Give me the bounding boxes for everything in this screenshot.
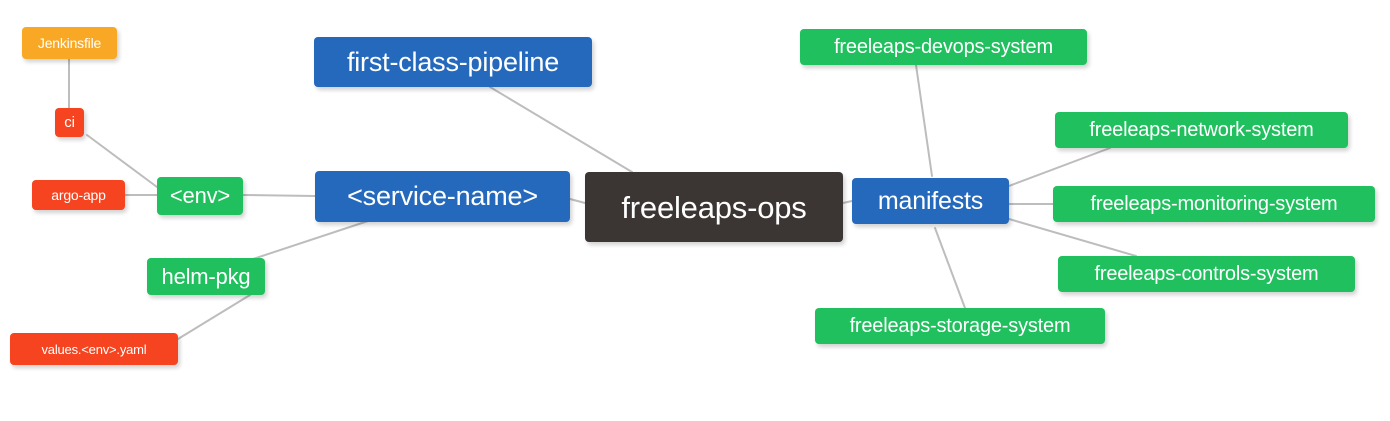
node-label: first-class-pipeline (346, 46, 560, 77)
node-label: manifests (877, 186, 984, 215)
edge-manifests-devops (915, 64, 933, 177)
node-label: <env> (169, 183, 231, 208)
edge-root-manifests (842, 200, 853, 204)
node-helm-pkg[interactable]: helm-pkg (147, 258, 265, 295)
node-label: values.<env>.yaml (41, 341, 147, 357)
node-label: freeleaps-monitoring-system (1090, 193, 1338, 215)
node-label: freeleaps-storage-system (849, 315, 1071, 337)
node-freeleaps-network-system[interactable]: freeleaps-network-system (1055, 112, 1348, 148)
node-label: Jenkinsfile (37, 35, 102, 51)
edge-manifests-network (1008, 147, 1111, 187)
node-label: freeleaps-network-system (1089, 119, 1314, 141)
node-label: freeleaps-controls-system (1094, 263, 1319, 285)
node-values-env-yaml[interactable]: values.<env>.yaml (10, 333, 178, 365)
node-label: <service-name> (347, 181, 538, 211)
node-ci[interactable]: ci (55, 108, 84, 137)
node-service-name[interactable]: <service-name> (315, 171, 570, 222)
node-env[interactable]: <env> (157, 177, 243, 215)
node-label: helm-pkg (161, 263, 251, 289)
edge-valuesyaml-helmpkg (177, 294, 251, 340)
node-label: ci (64, 114, 75, 131)
node-freeleaps-devops-system[interactable]: freeleaps-devops-system (800, 29, 1087, 65)
node-argo-app[interactable]: argo-app (32, 180, 125, 210)
node-label: freeleaps-ops (621, 189, 807, 225)
edge-helmpkg-servicename (249, 220, 369, 261)
edge-firstclasspipeline-root (489, 86, 633, 173)
node-freeleaps-monitoring-system[interactable]: freeleaps-monitoring-system (1053, 186, 1375, 222)
edge-manifests-controls (1008, 218, 1137, 257)
edge-manifests-storage (934, 227, 966, 309)
node-first-class-pipeline[interactable]: first-class-pipeline (314, 37, 592, 87)
node-freeleaps-controls-system[interactable]: freeleaps-controls-system (1058, 256, 1355, 292)
edge-servicename-root (569, 198, 586, 204)
node-manifests[interactable]: manifests (852, 178, 1009, 224)
edge-env-servicename (242, 194, 316, 197)
node-label: argo-app (51, 187, 106, 203)
node-jenkinsfile[interactable]: Jenkinsfile (22, 27, 117, 59)
node-label: freeleaps-devops-system (834, 36, 1053, 58)
node-freeleaps-storage-system[interactable]: freeleaps-storage-system (815, 308, 1105, 344)
node-freeleaps-ops[interactable]: freeleaps-ops (585, 172, 843, 242)
